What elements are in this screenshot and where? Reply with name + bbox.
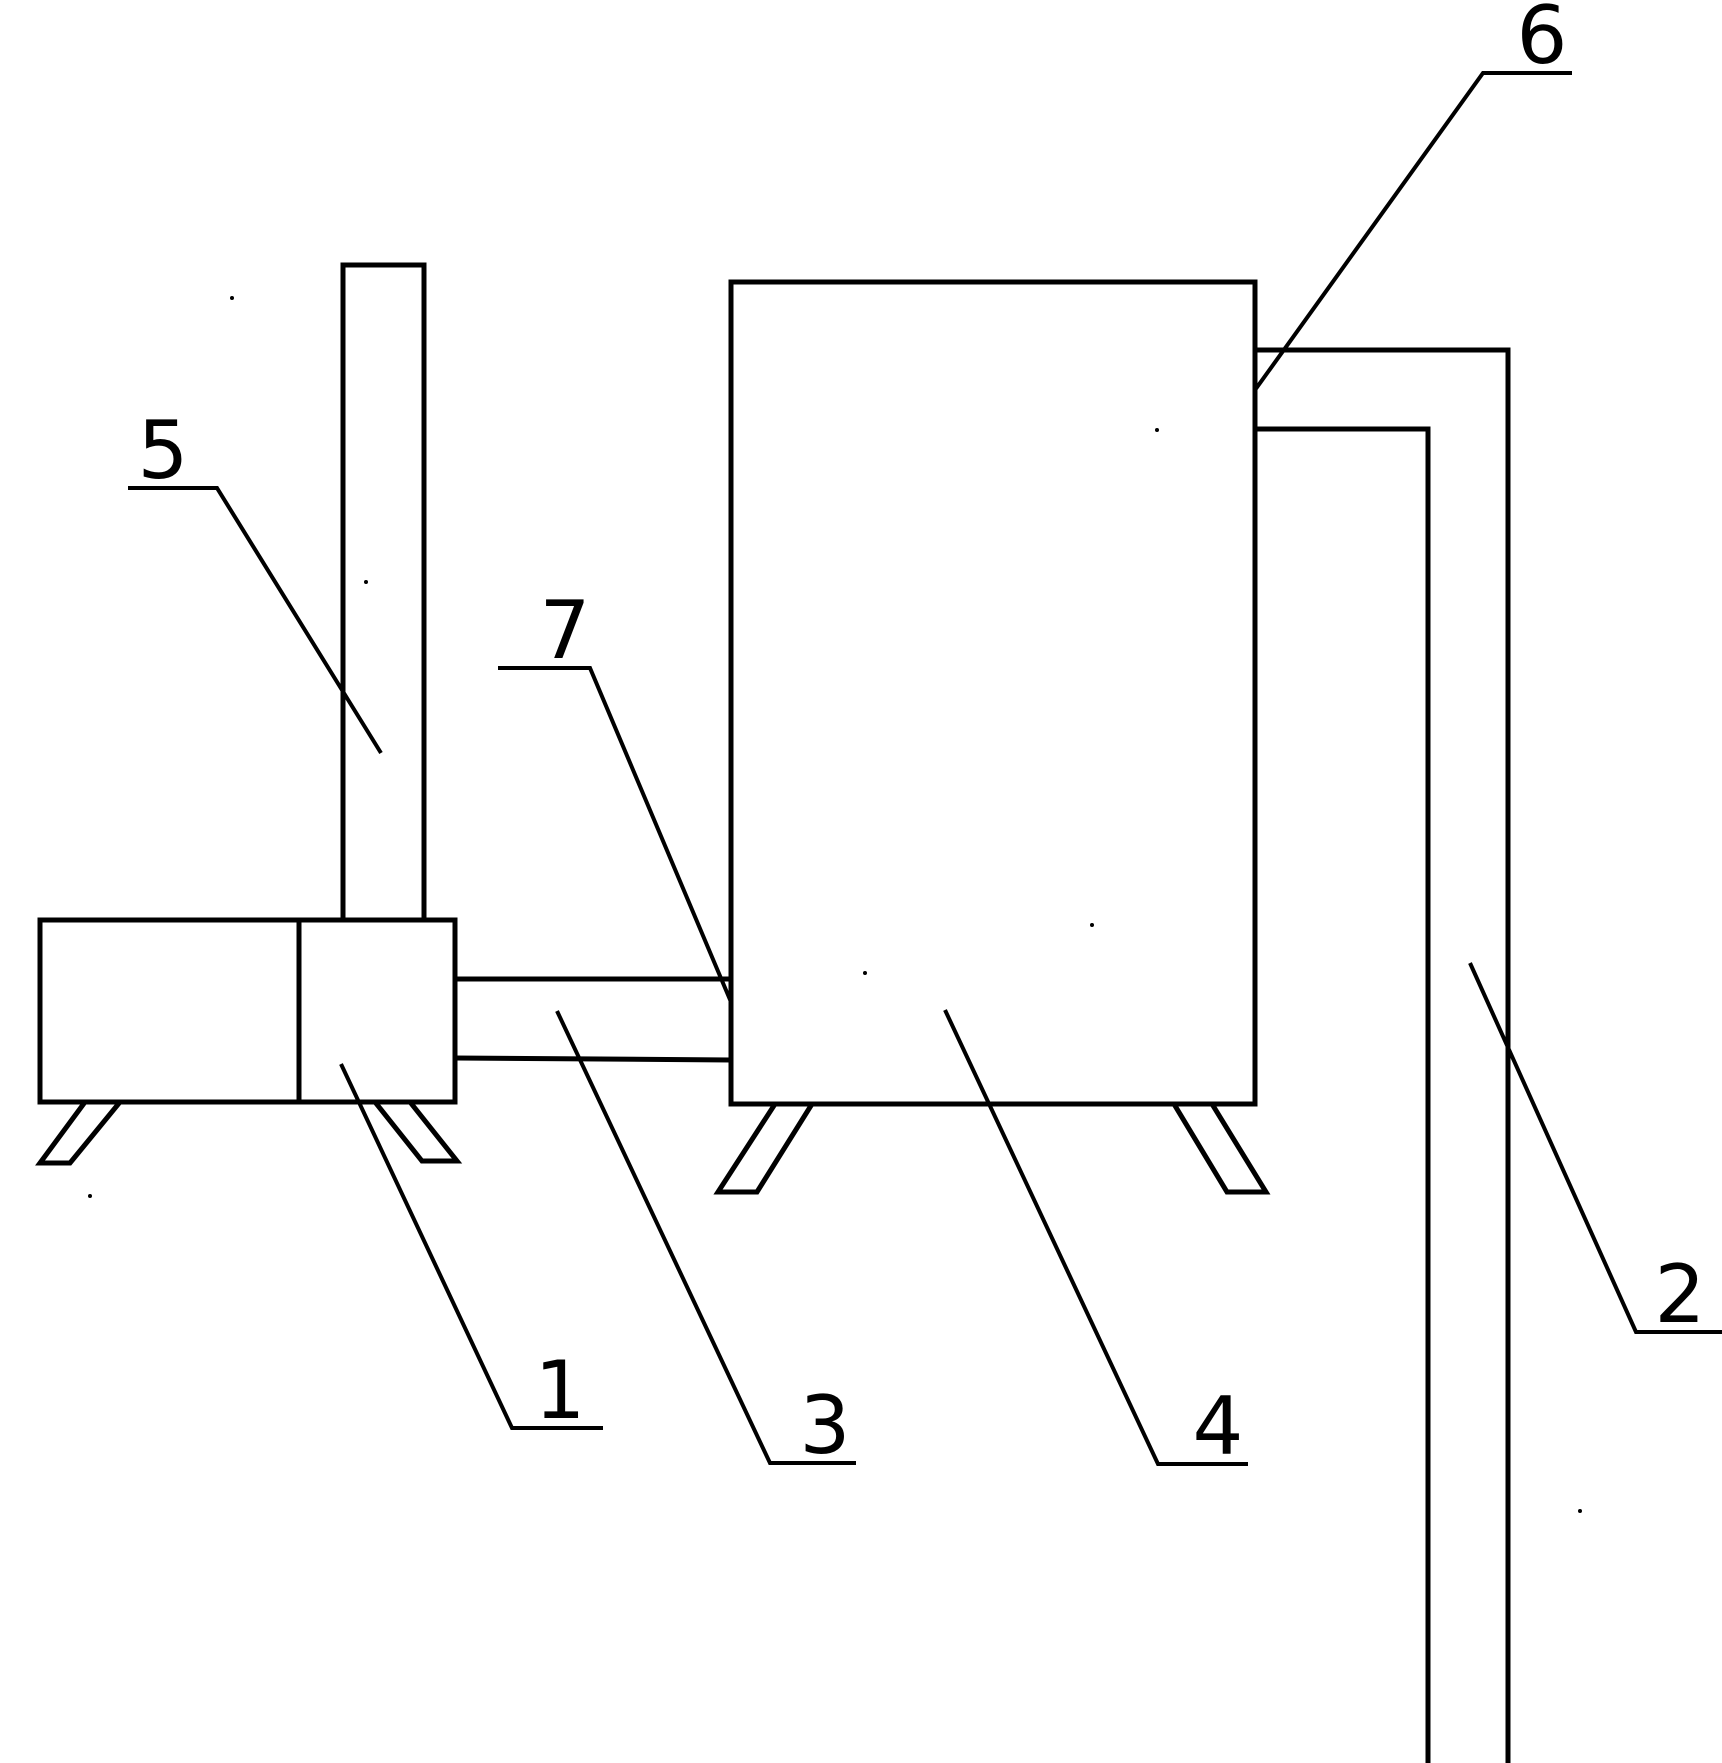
leader-line-7 (498, 666, 733, 1003)
part-4-leg-right (1169, 1101, 1271, 1195)
scan-speck (230, 296, 234, 300)
callout-1: 1 (535, 1344, 586, 1437)
scan-speck (364, 580, 368, 584)
leader-line-6 (1253, 71, 1572, 392)
callout-6: 6 (1517, 0, 1568, 82)
part-1-leg-left (35, 1099, 126, 1166)
scan-speck (863, 971, 867, 975)
part-1-base-unit (37, 917, 458, 1105)
leader-line-2 (1468, 962, 1722, 1334)
callout-2: 2 (1655, 1248, 1706, 1341)
callout-4: 4 (1193, 1380, 1244, 1473)
leader-line-1 (339, 1063, 603, 1430)
callout-3: 3 (800, 1379, 851, 1472)
scan-speck (1578, 1509, 1582, 1513)
scan-speck (1155, 428, 1159, 432)
part-5-vertical-column (340, 262, 427, 923)
scan-speck (88, 1194, 92, 1198)
leader-line-3 (555, 1010, 856, 1465)
part-3-pipe-bottom (454, 1055, 732, 1063)
scan-speck (1090, 923, 1094, 927)
leader-line-4 (943, 1009, 1248, 1466)
part-2-duct-outer (1255, 347, 1511, 1763)
leader-line-5 (128, 486, 383, 755)
part-2-duct-inner (1255, 426, 1431, 1763)
part-4-leg-left (713, 1101, 817, 1195)
callout-5: 5 (138, 404, 189, 497)
part-4-main-tank (728, 279, 1258, 1107)
callout-7: 7 (540, 584, 591, 677)
part-1-leg-right (369, 1099, 463, 1164)
